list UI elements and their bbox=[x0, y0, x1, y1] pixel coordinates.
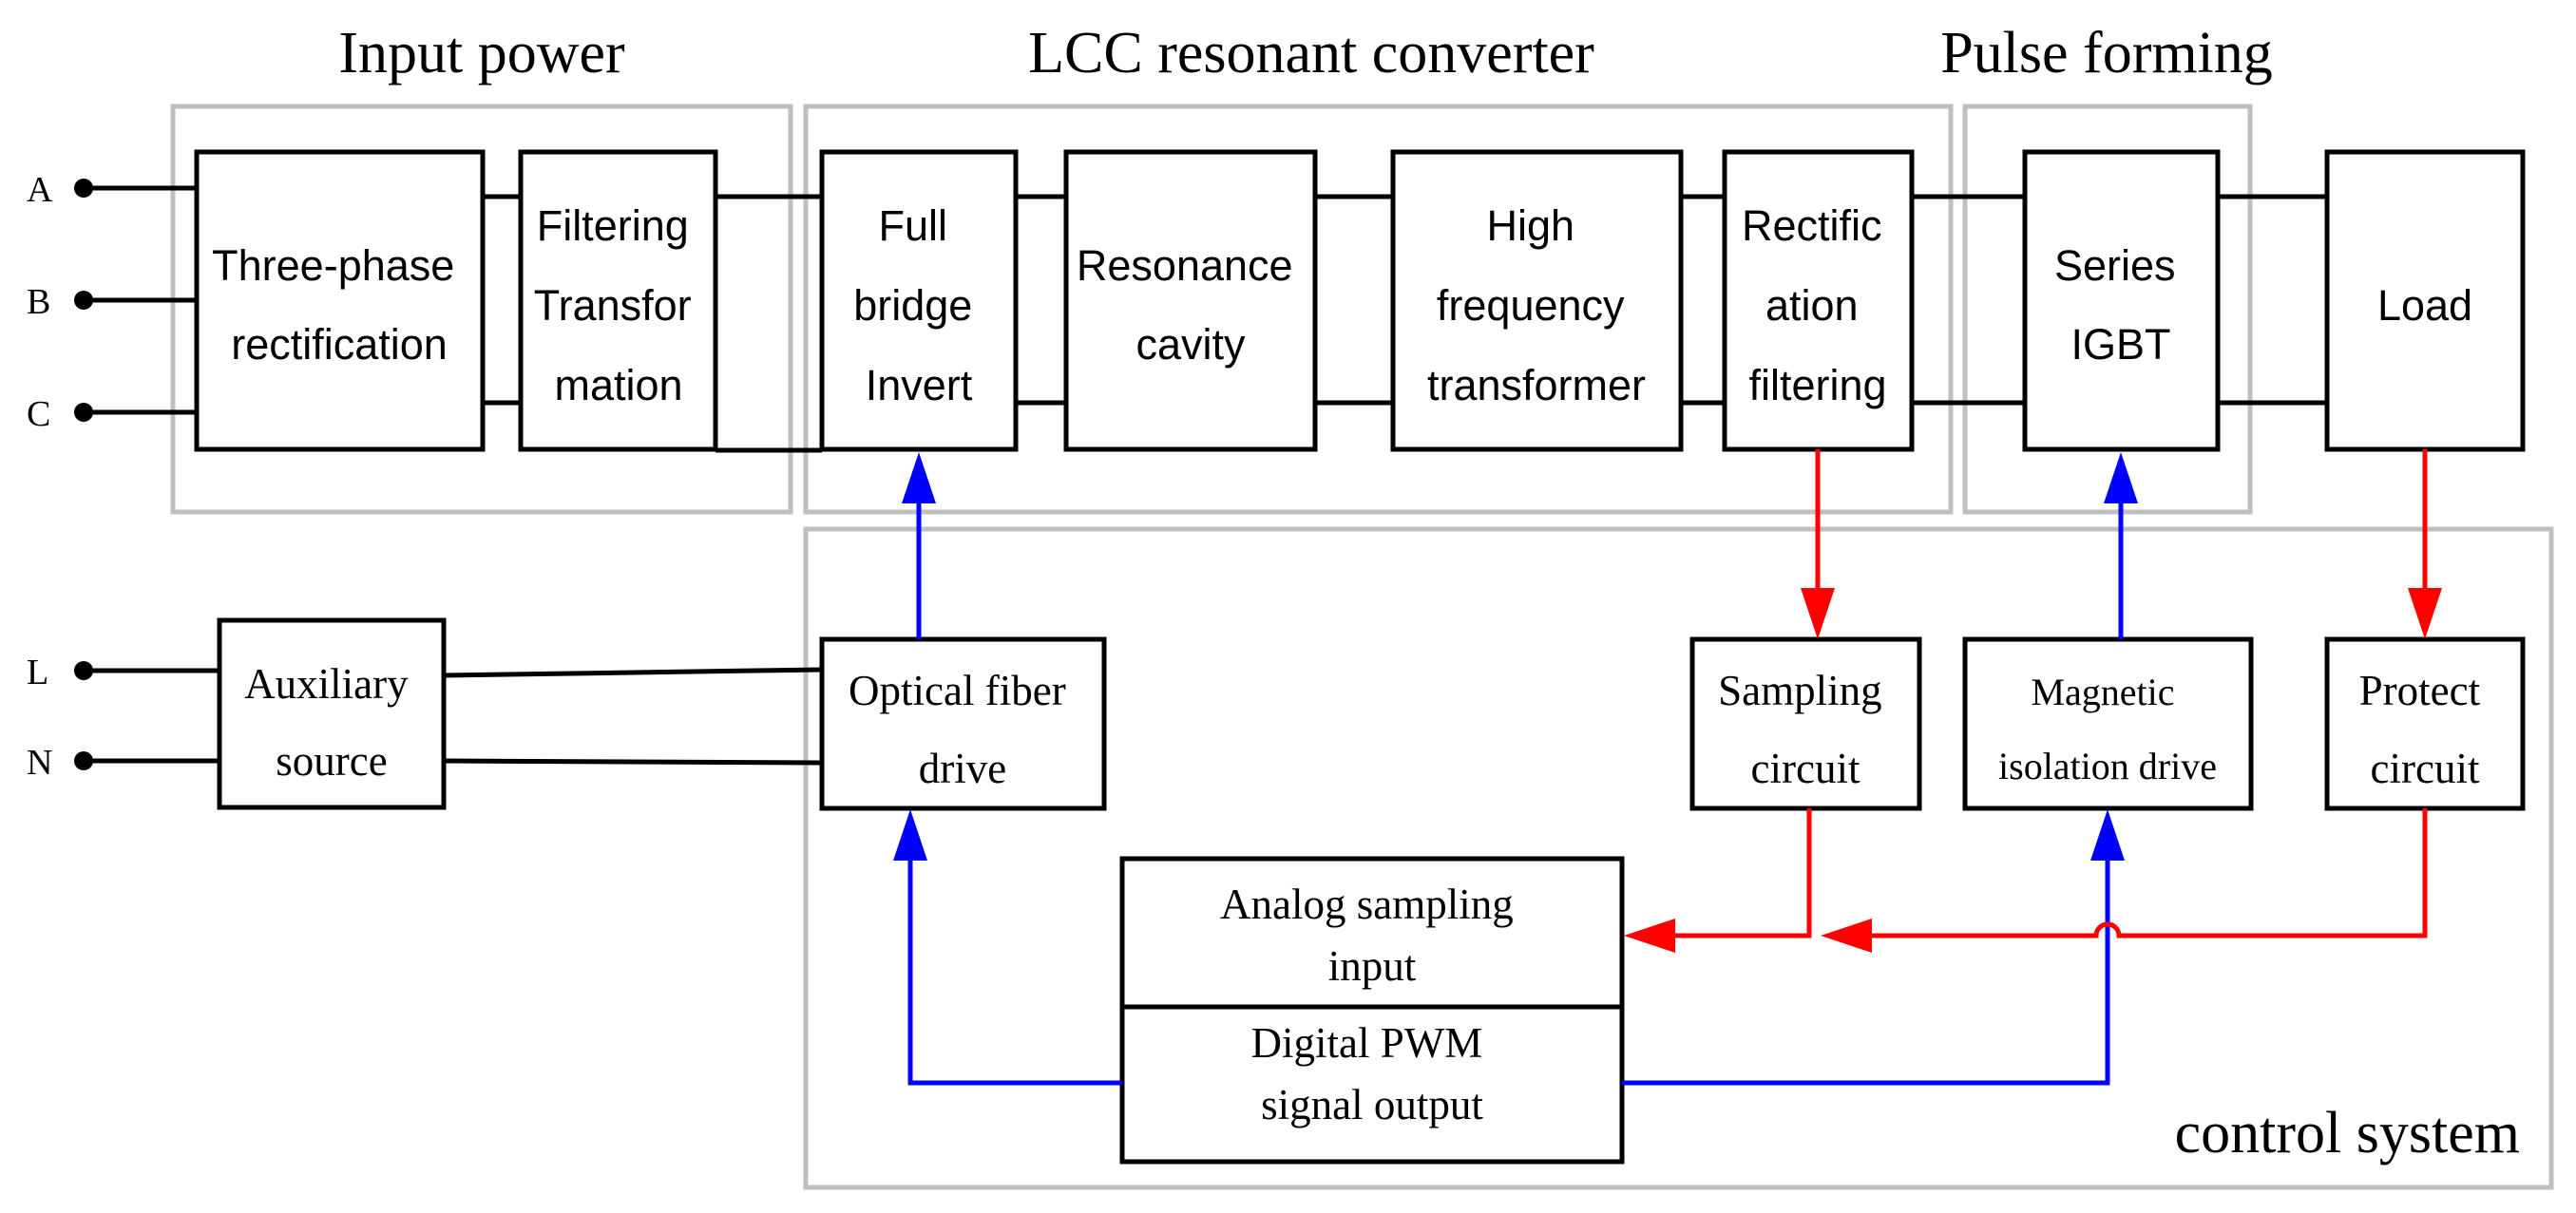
pulse-forming-label: Pulse forming bbox=[1940, 21, 2273, 85]
magnetic-to-igbt-arrowhead bbox=[2104, 452, 2138, 503]
series-igbt-label: Series IGBT bbox=[2054, 241, 2187, 369]
filtering-transformation-block bbox=[518, 149, 718, 452]
optical-fiber-drive-block bbox=[819, 636, 1107, 811]
resonance-cavity-block bbox=[1063, 149, 1318, 452]
sampling-circuit-label: Sampling circuit bbox=[1718, 667, 1893, 792]
terminal-a-label: A bbox=[27, 170, 53, 210]
aux-supply-wire-1 bbox=[443, 667, 823, 678]
protect-circuit-label: Protect circuit bbox=[2359, 667, 2491, 792]
controller-block bbox=[1119, 856, 1625, 1165]
full-bridge-invert-block bbox=[819, 149, 1019, 452]
terminal-c-label: C bbox=[27, 394, 50, 434]
aux-supply-wire-2 bbox=[443, 758, 823, 766]
auxiliary-source-block bbox=[217, 617, 447, 810]
control-system-group bbox=[803, 526, 2554, 1190]
three-phase-rectification-block bbox=[194, 149, 486, 452]
optical-fiber-drive-label: Optical fiber drive bbox=[849, 667, 1077, 792]
high-frequency-transformer-block bbox=[1390, 149, 1684, 452]
terminal-l-label: L bbox=[27, 653, 48, 692]
terminal-b-label: B bbox=[27, 282, 50, 322]
three-phase-rectification-label: Three-phase rectification bbox=[212, 241, 467, 369]
series-igbt-block bbox=[2022, 149, 2221, 452]
sampling-circuit-block bbox=[1689, 636, 1922, 811]
sampling-to-analog-arrowhead bbox=[1624, 919, 1675, 953]
filtering-transformation-label: Filtering Transfor mation bbox=[534, 201, 703, 409]
load-label: Load bbox=[2377, 281, 2472, 330]
rectification-filtering-label: Rectific ation filtering bbox=[1742, 201, 1894, 409]
optical-to-bridge-arrowhead bbox=[902, 452, 936, 503]
digital-pwm-output-label: Digital PWM signal output bbox=[1251, 1019, 1494, 1128]
rectification-filtering-block bbox=[1722, 149, 1915, 452]
pwm-to-magnetic-arrowhead bbox=[2090, 809, 2125, 861]
load-to-protect-arrowhead bbox=[2408, 588, 2442, 639]
sampling-to-analog-line bbox=[1674, 808, 1812, 938]
protect-to-analog-arrowhead bbox=[1821, 919, 1872, 953]
resonance-cavity-label: Resonance cavity bbox=[1077, 241, 1305, 369]
magnetic-isolation-drive-label: Magnetic isolation drive bbox=[1998, 671, 2217, 787]
lcc-converter-group bbox=[803, 104, 1954, 515]
input-power-label: Input power bbox=[338, 21, 625, 85]
pwm-to-optical-arrowhead bbox=[893, 809, 927, 861]
rectifier-to-sampling-arrowhead bbox=[1801, 588, 1835, 639]
protect-to-analog-line bbox=[1872, 808, 2428, 938]
auxiliary-source-label: Auxiliary source bbox=[244, 660, 419, 785]
high-frequency-transformer-label: High frequency transformer bbox=[1427, 201, 1646, 409]
control-system-label: control system bbox=[2175, 1101, 2520, 1166]
pulse-forming-group bbox=[1962, 104, 2253, 515]
pwm-to-magnetic-line bbox=[1622, 861, 2110, 1086]
load-block bbox=[2324, 149, 2526, 452]
full-bridge-invert-label: Full bridge Invert bbox=[853, 201, 984, 409]
terminal-n-label: N bbox=[27, 743, 52, 783]
input-power-group bbox=[170, 104, 793, 515]
analog-sampling-input-label: Analog sampling input bbox=[1220, 881, 1524, 990]
magnetic-isolation-drive-block bbox=[1962, 636, 2254, 811]
pwm-to-optical-line bbox=[907, 860, 1122, 1086]
lcc-converter-label: LCC resonant converter bbox=[1028, 21, 1594, 85]
